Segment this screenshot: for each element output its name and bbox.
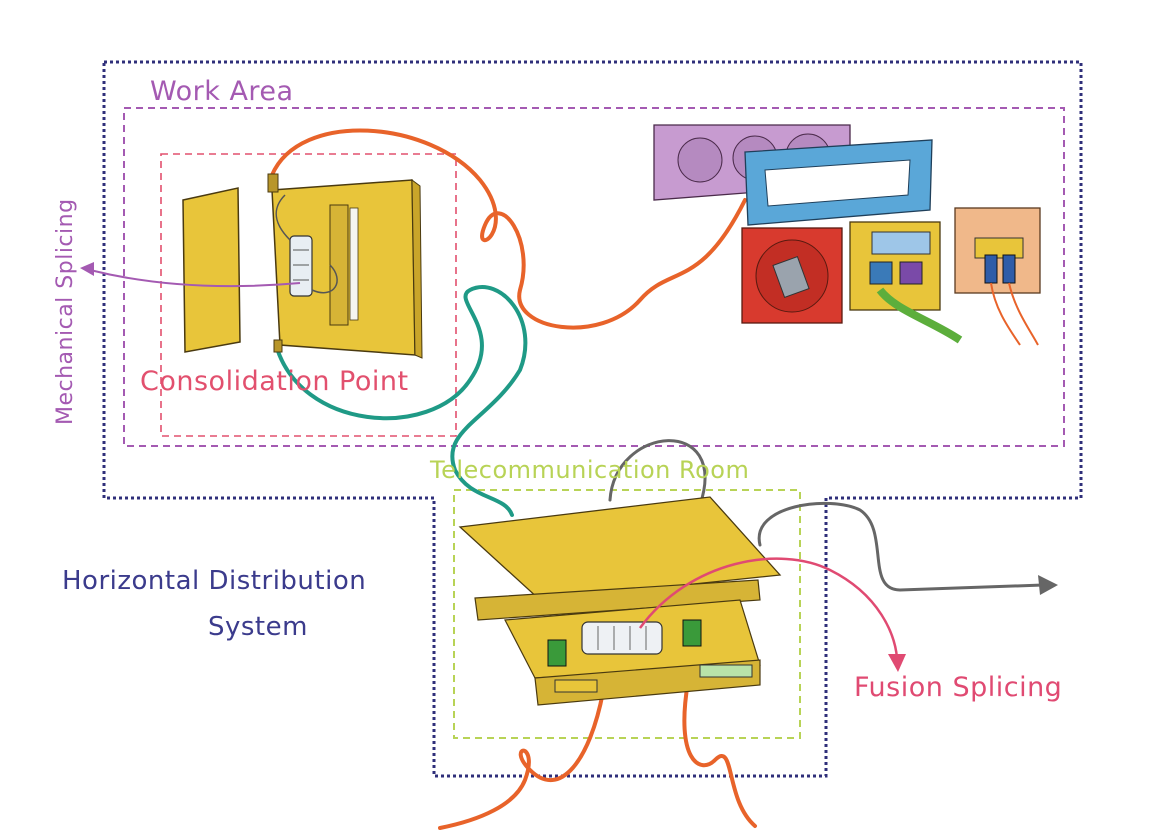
gray-cable-exit — [757, 501, 1045, 592]
mechanical-splicing-arrow — [89, 269, 301, 288]
rack-splice-tray-icon — [458, 496, 782, 706]
network-outlet-icon — [849, 221, 963, 344]
telecom-room-boundary — [453, 489, 801, 739]
wall-enclosure-icon — [182, 173, 423, 359]
mechanical-splicing-label: Mechanical Splicing — [53, 198, 78, 425]
consolidation-point-label: Consolidation Point — [140, 366, 409, 397]
orange-cable-bottom-left — [438, 690, 605, 830]
faceplate-icon — [653, 124, 933, 226]
horizontal-distribution-label: Horizontal Distribution — [62, 566, 367, 596]
telecommunication-room-label: Telecommunication Room — [430, 456, 750, 484]
horizontal-distribution-label-line2: System — [208, 612, 308, 642]
fusion-splicing-arrow — [638, 557, 899, 659]
work-area-boundary — [123, 107, 1065, 447]
orange-cable-work-area — [270, 128, 747, 330]
gray-cable-loop — [608, 439, 707, 507]
power-socket-icon — [741, 227, 843, 324]
horizontal-distribution-boundary — [102, 60, 1083, 778]
orange-cable-bottom-right — [682, 680, 757, 828]
work-area-label: Work Area — [150, 76, 294, 107]
fusion-splicing-arrowhead — [888, 654, 906, 672]
mechanical-splicing-arrowhead — [80, 262, 94, 276]
fusion-splicing-label: Fusion Splicing — [854, 672, 1063, 703]
gray-arrowhead — [1038, 575, 1058, 595]
teal-cable — [274, 285, 528, 517]
fiber-connector-icon — [954, 207, 1041, 346]
consolidation-point-boundary — [160, 153, 457, 437]
